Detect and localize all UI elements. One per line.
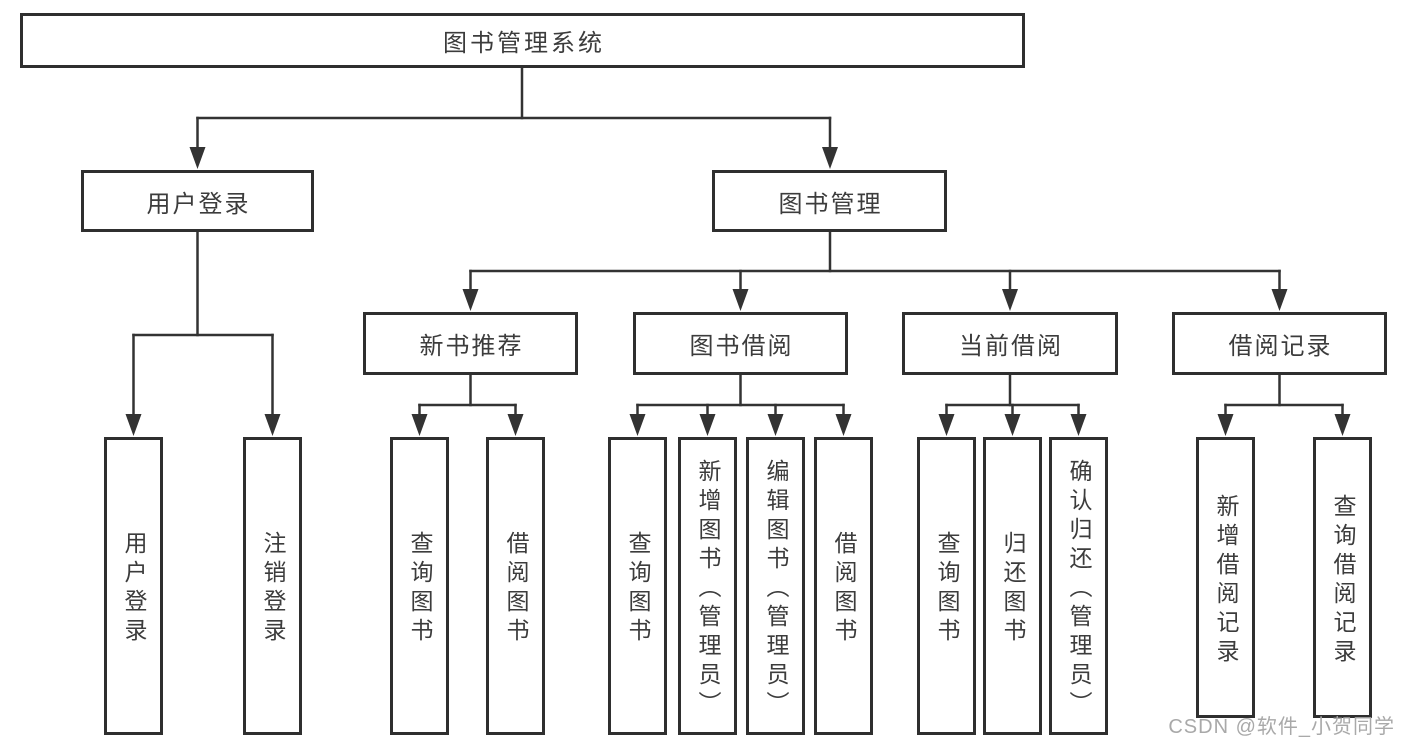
- node-label: 编辑图书（管理员）: [763, 458, 789, 720]
- arrowheads: [125, 147, 1351, 436]
- node-label: 新书推荐: [419, 333, 524, 360]
- watermark: CSDN @软件_小贺同学: [1168, 716, 1395, 738]
- node-label: 查询图书: [934, 531, 960, 647]
- node-label: 图书管理系统: [443, 30, 605, 57]
- node-label: 新增图书（管理员）: [695, 458, 721, 720]
- leaf-logout: 注销登录: [243, 437, 302, 735]
- node-label: 借阅记录: [1228, 333, 1333, 360]
- leaf-confirm-return-admin: 确认归还（管理员）: [1049, 437, 1108, 735]
- node-label: 借阅图书: [503, 531, 529, 647]
- leaf-borrow-books-recommend: 借阅图书: [486, 437, 545, 735]
- node-label: 注销登录: [260, 531, 286, 647]
- node-label: 查询图书: [625, 531, 651, 647]
- node-label: 新增借阅记录: [1213, 493, 1239, 668]
- node-label: 当前借阅: [959, 333, 1063, 360]
- node-label: 归还图书: [1000, 531, 1026, 647]
- node-label: 查询图书: [407, 531, 433, 647]
- leaf-query-books-current: 查询图书: [917, 437, 976, 735]
- leaf-query-books-borrowing: 查询图书: [608, 437, 667, 735]
- leaf-edit-book-admin: 编辑图书（管理员）: [746, 437, 805, 735]
- leaf-query-books-recommend: 查询图书: [390, 437, 449, 735]
- node-borrowing-records: 借阅记录: [1172, 312, 1387, 375]
- node-label: 借阅图书: [831, 531, 857, 647]
- node-label: 图书借阅: [689, 333, 794, 360]
- node-label: 图书管理: [778, 190, 883, 218]
- node-library-management-system: 图书管理系统: [20, 13, 1025, 68]
- leaf-add-borrow-record: 新增借阅记录: [1196, 437, 1255, 718]
- leaf-return-books: 归还图书: [983, 437, 1042, 735]
- leaf-query-borrow-record: 查询借阅记录: [1313, 437, 1372, 718]
- node-label: 查询借阅记录: [1330, 493, 1356, 668]
- leaf-add-book-admin: 新增图书（管理员）: [678, 437, 737, 735]
- node-current-borrowing: 当前借阅: [902, 312, 1118, 375]
- leaf-user-login: 用户登录: [104, 437, 163, 735]
- node-label: 用户登录: [146, 190, 251, 218]
- node-label: 确认归还（管理员）: [1066, 458, 1092, 720]
- leaf-borrow-books-borrowing: 借阅图书: [814, 437, 873, 735]
- node-label: 用户登录: [121, 531, 147, 647]
- node-new-book-recommendation: 新书推荐: [363, 312, 578, 375]
- node-book-borrowing: 图书借阅: [633, 312, 848, 375]
- node-book-management: 图书管理: [712, 170, 947, 232]
- node-user-login: 用户登录: [81, 170, 314, 232]
